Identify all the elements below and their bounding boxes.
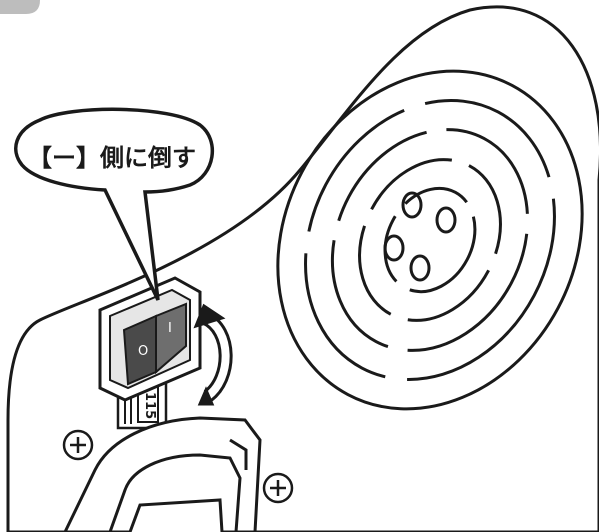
rotate-arrow-icon (193, 303, 233, 406)
screw-icon-right (262, 472, 294, 504)
corner-tab (0, 0, 40, 14)
switch-on-mark: I (168, 321, 172, 336)
callout-text: 【ー】側に倒す (28, 144, 196, 172)
power-inlet-icon (63, 416, 262, 532)
rocker-switch-icon[interactable]: O I (98, 276, 202, 402)
voltage-label: 115 (142, 392, 157, 419)
fan-grille-icon (276, 69, 584, 411)
callout-bubble: 【ー】側に倒す (14, 107, 215, 301)
switch-off-mark: O (138, 344, 148, 359)
screw-icon (62, 429, 94, 461)
